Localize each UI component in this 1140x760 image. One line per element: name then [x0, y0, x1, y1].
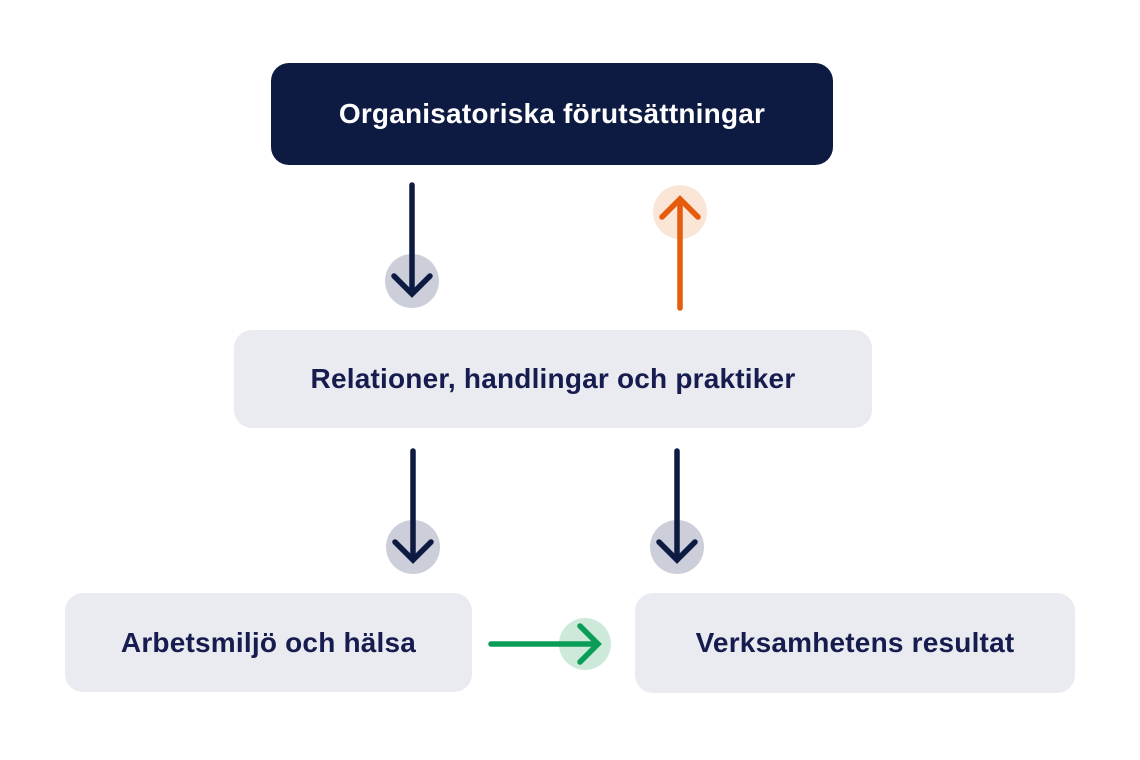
node-label: Arbetsmiljö och hälsa: [120, 626, 417, 658]
arrow-down-icon: [650, 448, 704, 574]
arrow-up-icon: [653, 185, 707, 311]
node-label: Organisatoriska förutsättningar: [338, 98, 766, 130]
node-label: Relationer, handlingar och praktiker: [310, 363, 796, 395]
arrow-down-icon: [386, 448, 440, 574]
node-label: Verksamhetens resultat: [695, 627, 1015, 659]
node-verksamhetens-resultat: Verksamhetens resultat: [635, 593, 1075, 693]
node-organisatoriska-forutsattningar: Organisatoriska förutsättningar: [271, 63, 833, 165]
node-arbetsmiljo-och-halsa: Arbetsmiljö och hälsa: [65, 593, 472, 692]
arrow-right-icon: [488, 618, 611, 670]
arrow-down-icon: [385, 182, 439, 308]
node-relationer-handlingar-och-praktiker: Relationer, handlingar och praktiker: [234, 330, 872, 428]
